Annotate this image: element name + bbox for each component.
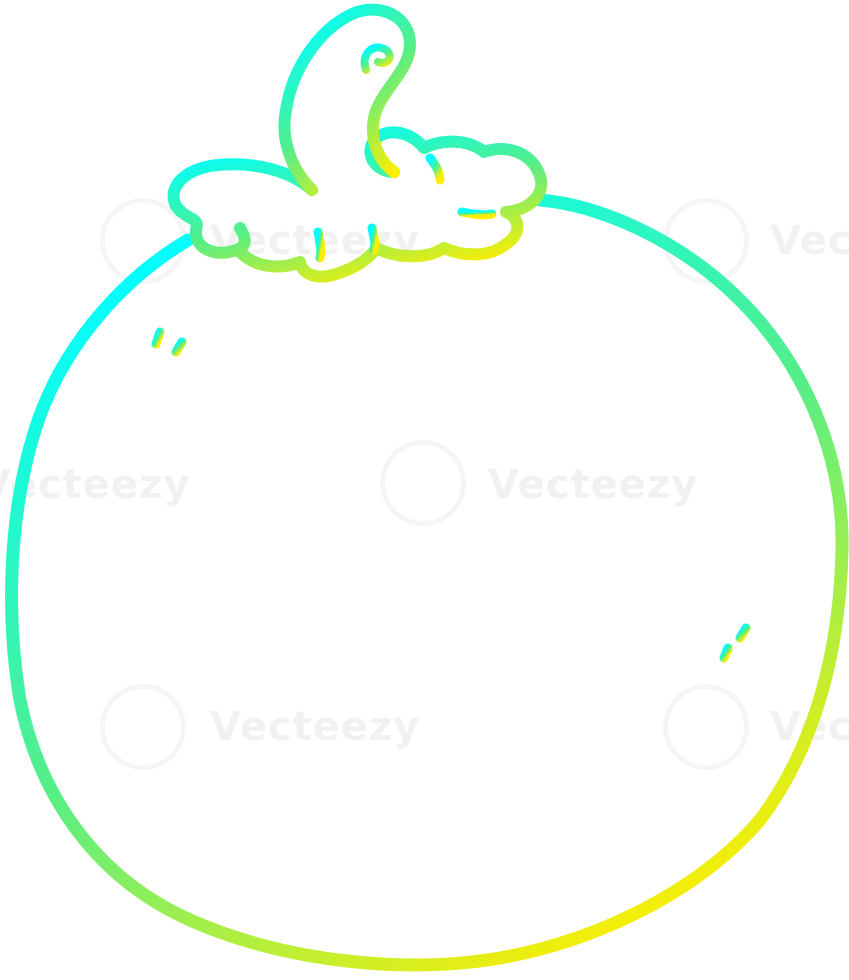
highlight-mark-left — [151, 327, 165, 349]
tomato-leaf-notch — [313, 227, 326, 263]
tomato-leaf-notch — [367, 223, 380, 255]
tomato-stem-curl — [360, 43, 394, 74]
tomato-leaves-outline — [167, 126, 548, 283]
tomato-leaf-notch — [425, 153, 445, 185]
tomato-leaf-notch — [457, 207, 497, 220]
tomato-stem-outline — [278, 3, 416, 196]
highlight-mark-right — [719, 643, 733, 663]
tomato-body-outline — [5, 193, 849, 972]
highlight-mark-right — [735, 623, 751, 643]
highlight-mark-left — [171, 337, 187, 357]
